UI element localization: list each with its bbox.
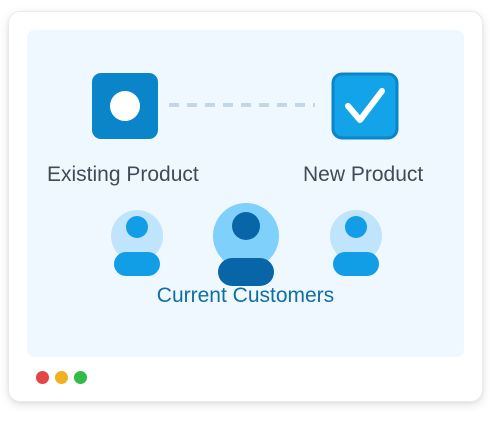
user-icon [213, 203, 279, 286]
user-icon [111, 210, 163, 276]
window-card: Existing Product New Product Current Cus… [8, 11, 483, 402]
diagram-panel: Existing Product New Product Current Cus… [27, 30, 464, 357]
circle-in-square-icon [92, 73, 158, 139]
new-product-label: New Product [303, 163, 424, 186]
window-controls [36, 371, 87, 384]
dashed-connector [169, 103, 315, 107]
existing-product-label: Existing Product [47, 163, 199, 186]
green-dot [74, 371, 87, 384]
checkmark-square-icon [331, 72, 399, 140]
red-dot [36, 371, 49, 384]
yellow-dot [55, 371, 68, 384]
current-customers-label: Current Customers [156, 284, 335, 307]
user-icon [330, 210, 382, 276]
